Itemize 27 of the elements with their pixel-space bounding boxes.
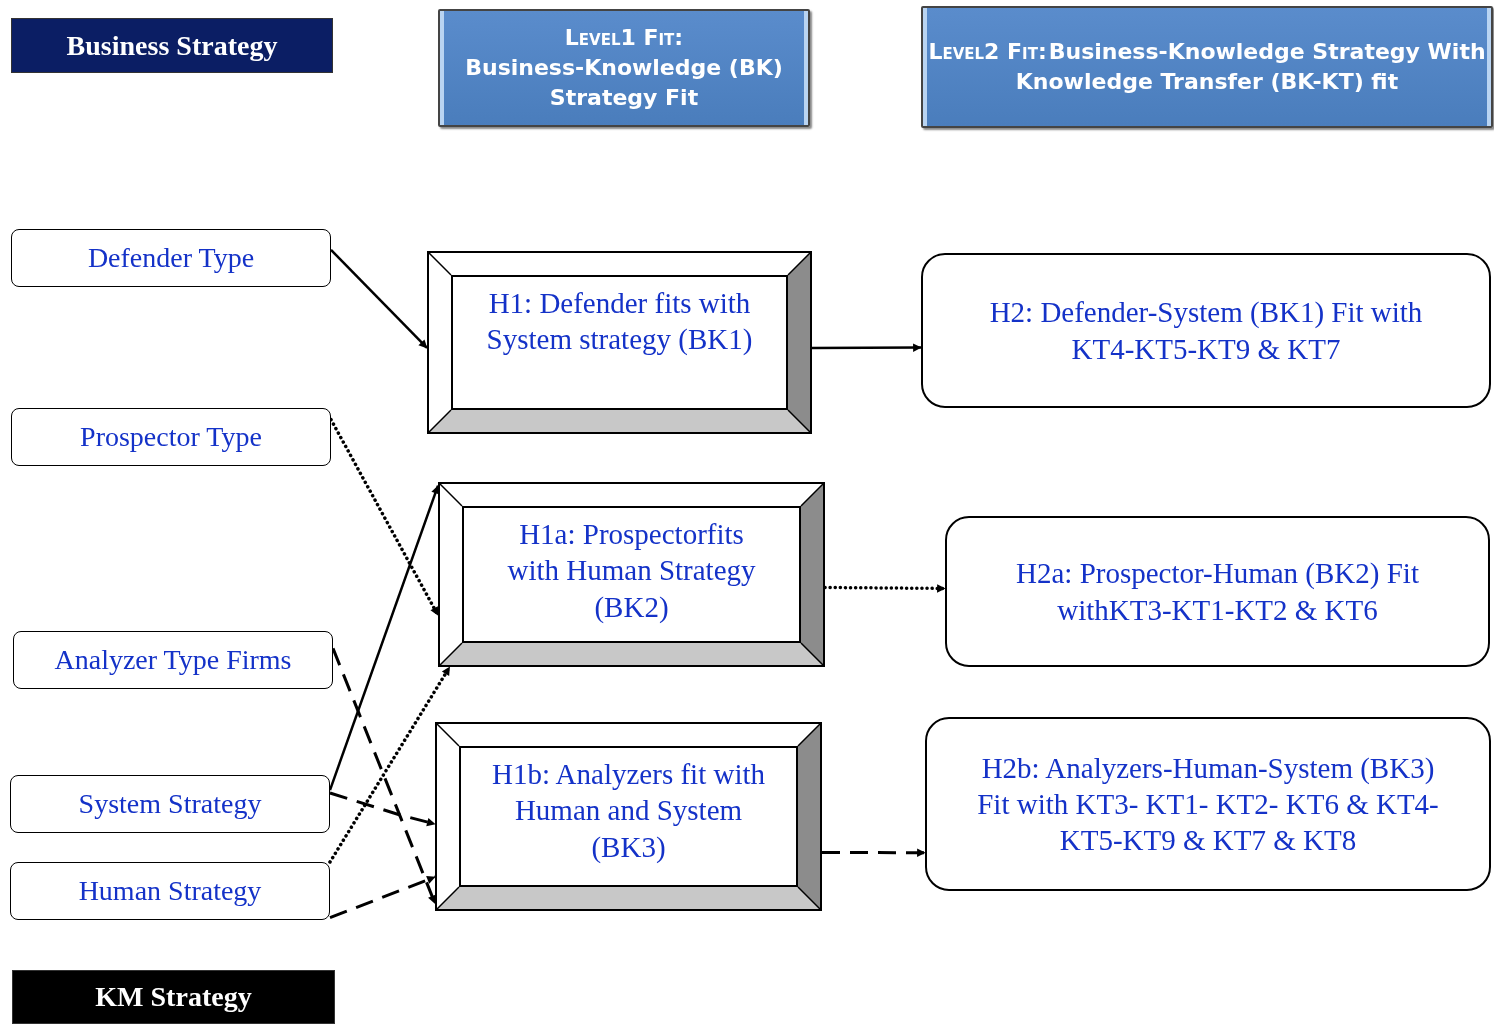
hypothesis-box: H2: Defender-System (BK1) Fit with KT4-KT5-KT9 & KT7 (921, 253, 1491, 408)
arrow (330, 249, 428, 349)
arrow (822, 848, 926, 857)
arrow (328, 665, 452, 864)
arrow (812, 343, 922, 352)
strategy-box: Defender Type (11, 229, 331, 287)
header-text: Level1 Fit: (564, 24, 684, 53)
arrow (329, 791, 436, 827)
arrow (328, 485, 440, 791)
hypothesis-box: H1a: Prospectorfits with Human Strategy (BK2) (438, 482, 825, 667)
header-text: Level2 Fit:Business-Knowledge Strategy With Knowledge Transfer (BK-KT) fit (927, 38, 1487, 96)
strategy-box: System Strategy (10, 775, 330, 833)
strategy-box: Prospector Type (11, 408, 331, 466)
header-text: Business-Knowledge (BK) Strategy Fit (464, 54, 784, 112)
header-box (438, 9, 810, 127)
title-bar: KM Strategy (12, 970, 335, 1024)
hypothesis-box: H2b: Analyzers-Human-System (BK3) Fit with KT3- KT1- KT2- KT6 & KT4-KT5-KT9 & KT7 & KT8 (925, 717, 1491, 891)
arrow (331, 647, 437, 904)
arrow (329, 875, 436, 920)
arrow (329, 417, 440, 617)
hypothesis-box: H1: Defender fits with System strategy (BK1) (427, 251, 812, 434)
strategy-box: Human Strategy (10, 862, 330, 920)
title-bar: Business Strategy (11, 18, 333, 73)
hypothesis-box: H2a: Prospector-Human (BK2) Fit withKT3-KT1-KT2 & KT6 (945, 516, 1490, 667)
hypothesis-box: H1b: Analyzers fit with Human and System (BK3) (435, 722, 822, 911)
header-box (921, 6, 1493, 128)
strategy-box: Analyzer Type Firms (13, 631, 333, 689)
